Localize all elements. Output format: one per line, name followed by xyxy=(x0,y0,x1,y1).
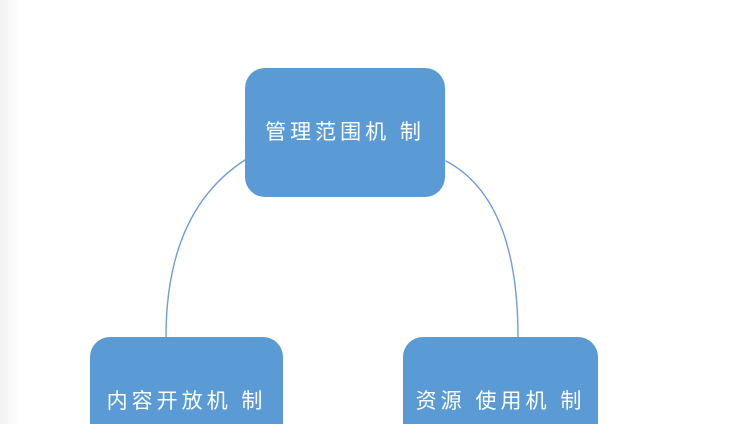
node-bottom-right-label: 资源 使用机 制 xyxy=(415,390,586,413)
connector-top-to-bottom-right xyxy=(445,160,519,338)
node-top-label: 管理范围机 制 xyxy=(265,121,425,144)
diagram-node-top[interactable]: 管理范围机 制 xyxy=(245,68,445,197)
diagram-node-bottom-right[interactable]: 资源 使用机 制 xyxy=(403,337,598,424)
node-bottom-left-label: 内容开放机 制 xyxy=(106,390,267,413)
connector-top-to-bottom-left xyxy=(165,159,246,338)
diagram-node-bottom-left[interactable]: 内容开放机 制 xyxy=(90,337,283,424)
